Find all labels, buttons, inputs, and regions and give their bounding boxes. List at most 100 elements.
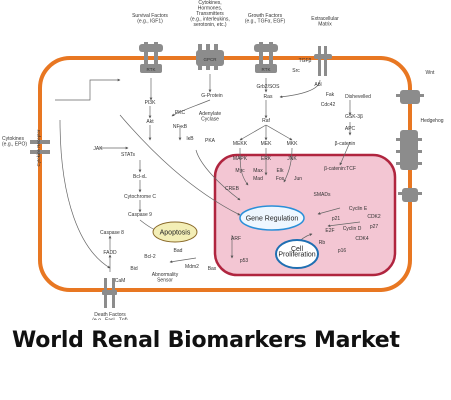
node-grb2-sos: Grb2/SOS <box>256 84 280 90</box>
text-line: serotonin, etc.) <box>193 22 226 28</box>
node-cyc-d: Cyclin D <box>343 226 362 232</box>
rtk-receptor-2-icon <box>254 42 278 73</box>
integrin-receptor-icon <box>314 46 332 76</box>
gene-regulation-label: Gene Regulation <box>246 216 299 223</box>
node-src: Src <box>292 68 300 74</box>
node-bid: Bid <box>130 266 137 272</box>
gene-regulation-ellipse <box>239 205 305 231</box>
receptor-right-lower-icon <box>398 188 422 202</box>
node-cytochrome-c: Cytochrome C <box>124 194 156 200</box>
node-p27: p27 <box>370 224 379 230</box>
node-pi3k: PI3K <box>145 100 157 106</box>
text-line: Adenylate <box>199 111 221 117</box>
node-gsk3b: GSK-3β <box>345 114 363 120</box>
text-line: Growth Factors <box>248 13 283 19</box>
node-abl: Abl <box>314 82 321 88</box>
cytokines-hormones-label: Cytokines,Hormones,Transmitters(e.g., in… <box>190 0 229 28</box>
node-cdk2: CDK2 <box>367 214 381 220</box>
node-apc: APC <box>345 126 356 132</box>
node-pka: PKA <box>205 138 216 144</box>
text-line: Survival Factors <box>132 13 168 19</box>
node-bcl-xl: Bcl-xL <box>133 174 147 180</box>
apoptosis-ellipse <box>152 221 198 243</box>
node-max: Max <box>253 168 263 174</box>
node-nfkb: NF-κB <box>173 124 188 130</box>
page-title: World Renal Biomarkers Market <box>12 328 400 353</box>
node-p53: p53 <box>240 258 249 264</box>
text-line: (e.g., EPO) <box>2 142 27 148</box>
text-line: Transmitters <box>196 11 224 17</box>
node-jnk: JNK <box>287 156 297 162</box>
patched-receptor-icon <box>396 130 422 170</box>
node-mek: MEK <box>261 141 273 147</box>
node-smads: SMADs <box>314 192 331 198</box>
nuclear-nodes: Myc Max Mad Elk Fos Jun CREB SMADs Cycli… <box>225 156 381 254</box>
node-mad: Mad <box>253 176 263 182</box>
rtk-receptor-icon <box>139 42 163 73</box>
node-elk: Elk <box>277 168 284 174</box>
node-p21: p21 <box>332 216 341 222</box>
text-line: Sensor <box>157 278 173 284</box>
growth-factors-label: Growth Factors(e.g., TGFα, EGF) <box>245 13 286 25</box>
node-tgfb: TGFβ <box>299 58 312 64</box>
text-line: Cell <box>291 246 304 253</box>
node-bad: Bad <box>174 248 183 254</box>
cytokines-left-label: Cytokines(e.g., EPO) <box>2 136 27 148</box>
cytokine-receptor-label: Cytokine Receptor <box>36 129 41 167</box>
text-line: Proliferation <box>278 252 315 259</box>
rtk-2-label: RTK <box>262 67 271 72</box>
node-cdk4: CDK4 <box>355 236 369 242</box>
node-jak: JAK <box>93 146 103 152</box>
node-caspase9: Caspase 9 <box>128 212 152 218</box>
survival-factors-label: Survival Factors(e.g., IGF1) <box>132 13 168 25</box>
node-mekk: MEKK <box>233 141 248 147</box>
node-ikb: IκB <box>186 136 194 142</box>
text-line: (e.g., interleukins, <box>190 17 229 23</box>
node-p16: p16 <box>338 248 347 254</box>
cell-proliferation-ellipse <box>275 239 319 269</box>
nucleus <box>213 153 397 277</box>
node-myc: Myc <box>235 168 245 174</box>
text-line: Extracellular <box>311 16 339 22</box>
node-e2f: E2F <box>325 228 334 234</box>
rtk-label: RTK <box>147 67 156 72</box>
node-fak: Fak <box>326 92 335 98</box>
node-b-catenin: β-catenin <box>335 141 356 147</box>
node-creb: CREB <box>225 186 240 192</box>
signaling-pathway-diagram: Survival Factors(e.g., IGF1) Cytokines,H… <box>2 0 444 320</box>
node-dishevelled: Dishevelled <box>345 94 371 100</box>
node-mdm2: Mdm2 <box>185 264 199 270</box>
node-tcf: β-catenin:TCF <box>324 166 356 172</box>
node-ras: Ras <box>264 94 273 100</box>
apoptosis-label: Apoptosis <box>160 230 191 237</box>
signal-arrows <box>55 74 361 272</box>
node-bax: Bax <box>208 266 217 272</box>
frizzled-receptor-icon <box>396 90 424 104</box>
death-factors-label: Death Factors(e.g., FasL, Tnf) <box>92 312 128 320</box>
node-cam: CaM <box>115 278 126 284</box>
text-line: (e.g., IGF1) <box>137 19 163 25</box>
node-jun: Jun <box>294 176 302 182</box>
node-akt: Akt <box>146 119 154 125</box>
cytokine-receptor-icon <box>30 140 50 154</box>
text-line: Cytokines <box>2 136 24 142</box>
node-cdc42: Cdc42 <box>321 102 336 108</box>
node-fadd: FADD <box>103 250 117 256</box>
gpcr-receptor-icon <box>196 44 224 70</box>
node-arf: ARF <box>231 236 241 242</box>
node-stats: STATs <box>121 152 135 158</box>
wnt-label: Wnt <box>426 70 436 76</box>
gpcr-label: GPCR <box>203 57 217 62</box>
node-cyc-e: Cyclin E <box>349 206 368 212</box>
node-mkk: MKK <box>287 141 299 147</box>
text-line: Death Factors <box>94 312 126 318</box>
text-line: Cytokines, <box>198 0 221 6</box>
text-line: Hormones, <box>198 6 222 12</box>
text-line: (e.g., TGFα, EGF) <box>245 19 286 25</box>
text-line: Matrix <box>318 22 332 28</box>
node-raf: Raf <box>262 118 270 124</box>
